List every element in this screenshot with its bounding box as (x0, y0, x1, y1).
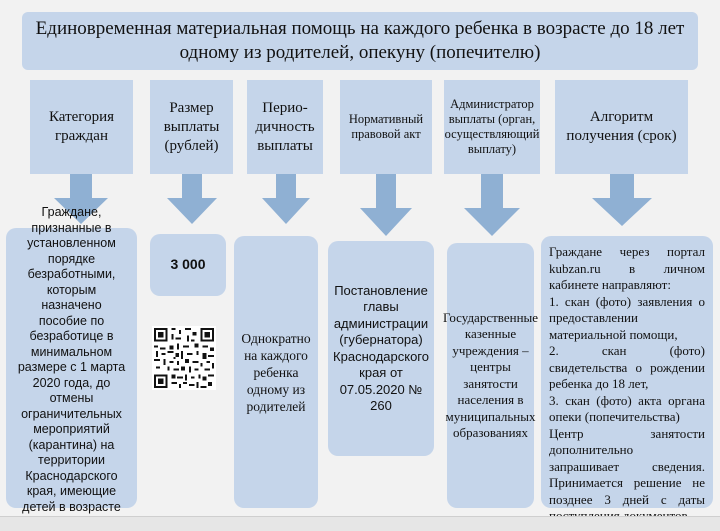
qr-code-icon (152, 326, 216, 390)
administrator-text: Государственные казенные учреждения – це… (442, 309, 539, 441)
header-algorithm: Алгоритм получения (срок) (555, 80, 688, 174)
algorithm-step: 1. скан (фото) заявления о предоставлени… (549, 293, 705, 342)
header-administrator: Администратор выплаты (орган, осуществля… (444, 80, 540, 174)
arrow-down-icon (592, 174, 652, 226)
algorithm-note: Центр занятости дополнительно запрашивае… (549, 425, 705, 524)
amount-value: 3 000 (170, 256, 206, 273)
header-amount: Размер выплаты (рублей) (150, 80, 233, 174)
header-legal-act: Нормативный правовой акт (340, 80, 432, 174)
arrow-down-icon (464, 174, 520, 236)
arrow-down-icon (360, 174, 412, 236)
header-category: Категория граждан (30, 80, 133, 174)
page-title: Единовременная материальная помощь на ка… (22, 12, 698, 70)
algorithm-step: 2. скан (фото) свидетельства о рождении … (549, 343, 705, 391)
arrow-down-icon (262, 174, 310, 224)
arrow-down-icon (54, 174, 108, 224)
legal-act-box: Постановление главы администрации (губер… (328, 241, 434, 456)
periodicity-box: Однократно на каждого ребенка одному из … (234, 236, 318, 508)
algorithm-step: 3. скан (фото) акта органа опеки (попечи… (549, 392, 705, 425)
amount-box: 3 000 (150, 234, 226, 296)
bottom-edge (0, 516, 720, 531)
algorithm-intro: Граждане через портал kubzan.ru в личном… (549, 244, 705, 292)
periodicity-text: Однократно на каждого ребенка одному из … (241, 330, 311, 414)
header-periodicity: Перио-дичность выплаты (247, 80, 323, 174)
algorithm-box: Граждане через портал kubzan.ru в личном… (541, 236, 713, 523)
legal-act-text: Постановление главы администрации (губер… (333, 282, 429, 414)
administrator-box: Государственные казенные учреждения – це… (443, 243, 538, 508)
arrow-down-icon (167, 174, 217, 224)
category-box: Граждане, признанные в установленном пор… (6, 205, 137, 529)
category-text: Граждане, признанные в установленном пор… (17, 205, 126, 529)
